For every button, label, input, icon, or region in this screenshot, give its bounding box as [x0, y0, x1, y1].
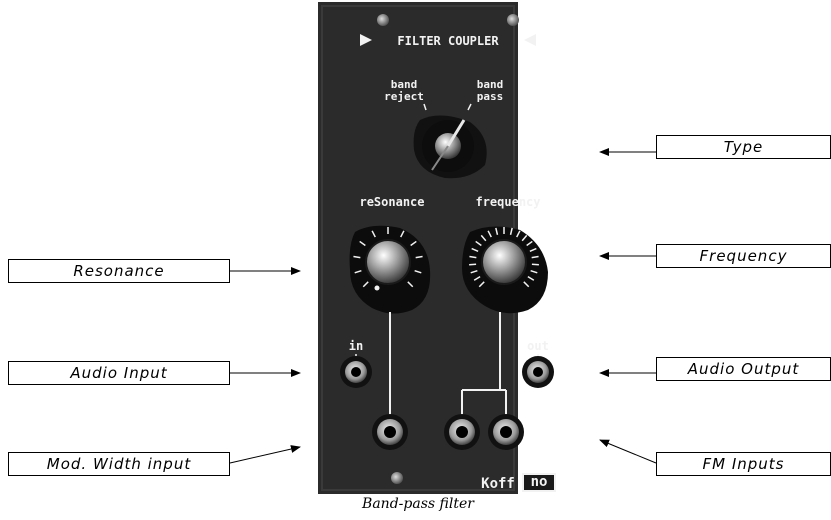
callout-frequency: Frequency	[656, 244, 831, 268]
mod-width-arrow	[230, 447, 300, 463]
band-pass-label-2: pass	[477, 90, 504, 103]
fm-input-jack-1[interactable]	[444, 414, 480, 450]
callout-resonance: Resonance	[8, 259, 230, 283]
screw-icon	[507, 14, 519, 26]
callout-fm-inputs: FM Inputs	[656, 452, 831, 476]
out-jack-label: out	[527, 339, 549, 353]
screw-icon	[391, 472, 403, 484]
mod-width-input-jack[interactable]	[372, 414, 408, 450]
knob-tick	[469, 264, 476, 265]
fm-inputs-arrow	[600, 440, 656, 463]
arrow-left-icon	[524, 34, 536, 46]
band-reject-label-2: reject	[384, 90, 424, 103]
callout-type: Type	[656, 135, 831, 159]
filter-coupler-module: FILTER COUPLER band reject band pass reS…	[318, 2, 554, 494]
callout-mod-width-input: Mod. Width input	[8, 452, 230, 476]
footer-koff: Koff	[481, 476, 515, 492]
knob-tick	[532, 264, 539, 265]
audio-output-jack[interactable]	[522, 356, 554, 388]
figure-caption: Band-pass filter	[318, 496, 518, 512]
screw-icon	[377, 14, 389, 26]
audio-input-jack[interactable]	[340, 356, 372, 388]
footer-no-label: no	[522, 473, 556, 492]
resonance-knob-label: reSonance	[359, 195, 424, 209]
frequency-knob-label: frequency	[475, 195, 540, 209]
in-jack-label: in	[349, 339, 363, 353]
module-title: FILTER COUPLER	[397, 34, 499, 48]
callout-audio-input: Audio Input	[8, 361, 230, 385]
callout-audio-output: Audio Output	[656, 357, 831, 381]
fm-input-jack-2[interactable]	[488, 414, 524, 450]
